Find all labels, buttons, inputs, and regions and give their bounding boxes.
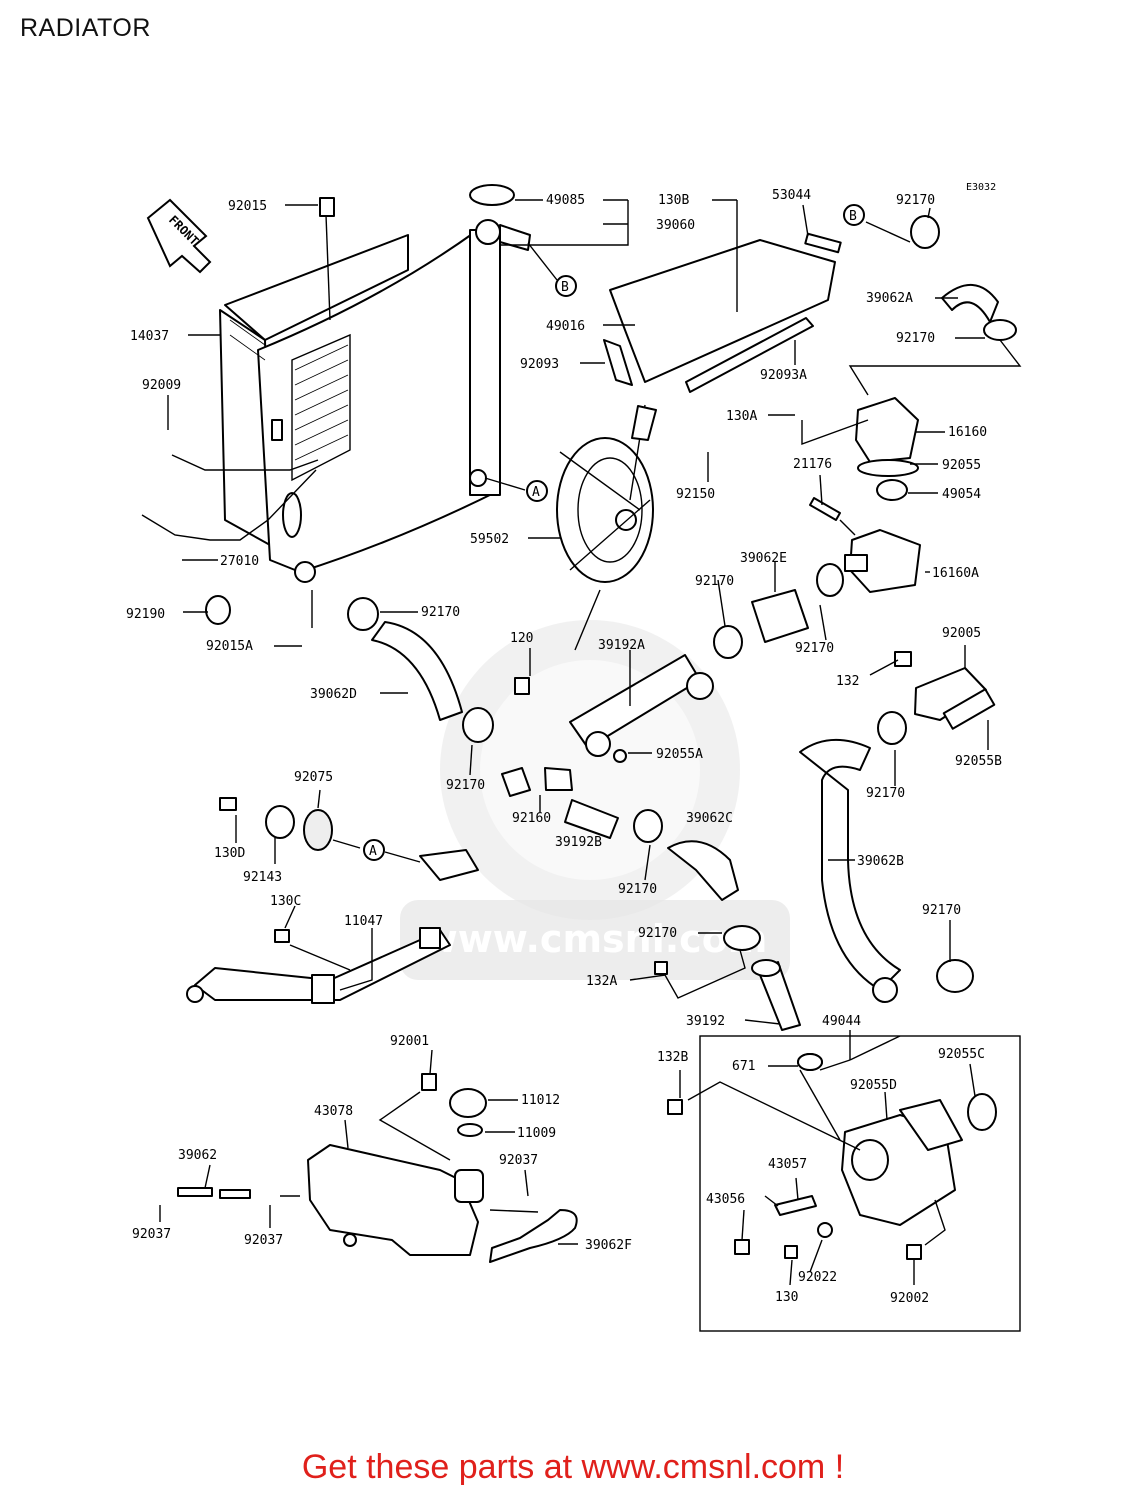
part-label: 27010 bbox=[220, 554, 259, 569]
part-label: 92037 bbox=[244, 1233, 283, 1248]
part-label: 92170 bbox=[896, 193, 935, 208]
part-label: 92170 bbox=[446, 778, 485, 793]
part-label: 92037 bbox=[499, 1153, 538, 1168]
front-arrow-icon: FRONT bbox=[146, 198, 212, 274]
part-label: 92160 bbox=[512, 811, 551, 826]
part-labels: 92015 49085 39060 130B 53044 92170 39062… bbox=[126, 188, 1002, 1306]
part-label: 120 bbox=[510, 631, 533, 646]
part-label: 92170 bbox=[866, 786, 905, 801]
part-label: 39062A bbox=[866, 291, 913, 306]
part-label: 671 bbox=[732, 1059, 755, 1074]
part-label: 92150 bbox=[676, 487, 715, 502]
part-label: 130A bbox=[726, 409, 757, 424]
part-label: 92015A bbox=[206, 639, 253, 654]
radiator-core bbox=[219, 184, 531, 583]
coolant-reservoir bbox=[177, 1073, 578, 1263]
part-label: 11047 bbox=[344, 914, 383, 929]
part-label: 132A bbox=[586, 974, 617, 989]
cmsnl-watermark: www.cmsnl.com bbox=[400, 620, 790, 980]
callout-b-top bbox=[843, 204, 865, 226]
part-label: 130 bbox=[775, 1290, 798, 1305]
part-label: 92170 bbox=[638, 926, 677, 941]
svg-text:B: B bbox=[561, 280, 569, 295]
part-label: 21176 bbox=[793, 457, 832, 472]
radiator-bracket bbox=[186, 849, 479, 1004]
part-label: 92055 bbox=[942, 458, 981, 473]
part-label: 92143 bbox=[243, 870, 282, 885]
part-label: 92093 bbox=[520, 357, 559, 372]
part-label: 92170 bbox=[795, 641, 834, 656]
part-label: 39062 bbox=[178, 1148, 217, 1163]
part-label: 130D bbox=[214, 846, 245, 861]
part-label: 59502 bbox=[470, 532, 509, 547]
part-label: 39062B bbox=[857, 854, 904, 869]
part-label: 39192A bbox=[598, 638, 645, 653]
watermark-text: www.cmsnl.com bbox=[423, 917, 768, 961]
part-label: 132B bbox=[657, 1050, 688, 1065]
radiator-exploded-diagram: www.cmsnl.com FRONT E3032 bbox=[126, 182, 1022, 1332]
part-label: 14037 bbox=[130, 329, 169, 344]
part-label: 92015 bbox=[228, 199, 267, 214]
part-label: 39062C bbox=[686, 811, 733, 826]
leader-lines bbox=[141, 199, 1022, 1286]
part-label: 92005 bbox=[942, 626, 981, 641]
part-label: 92170 bbox=[421, 605, 460, 620]
part-label: 92093A bbox=[760, 368, 807, 383]
part-label: 92037 bbox=[132, 1227, 171, 1242]
part-label: 39062F bbox=[585, 1238, 632, 1253]
part-label: 130B bbox=[658, 193, 689, 208]
cooling-fan bbox=[556, 404, 657, 651]
diagram-code: E3032 bbox=[966, 182, 996, 193]
part-label: 92170 bbox=[695, 574, 734, 589]
part-label: 43078 bbox=[314, 1104, 353, 1119]
part-label: 92055C bbox=[938, 1047, 985, 1062]
part-label: 92022 bbox=[798, 1270, 837, 1285]
water-pipe bbox=[514, 654, 714, 763]
part-label: 53044 bbox=[772, 188, 811, 203]
hoses bbox=[205, 215, 1017, 1003]
part-label: 92190 bbox=[126, 607, 165, 622]
part-label: 16160 bbox=[948, 425, 987, 440]
part-label: 92170 bbox=[922, 903, 961, 918]
part-label: 49085 bbox=[546, 193, 585, 208]
water-pump-group bbox=[667, 1035, 1021, 1332]
part-label: 130C bbox=[270, 894, 301, 909]
part-label: 92075 bbox=[294, 770, 333, 785]
footer-link-text[interactable]: Get these parts at www.cmsnl.com ! bbox=[301, 1448, 845, 1486]
part-label: 11012 bbox=[521, 1093, 560, 1108]
callout-markers: B B A A bbox=[363, 204, 865, 861]
page-title: RADIATOR bbox=[20, 14, 151, 42]
callout-a-radiator bbox=[526, 480, 548, 502]
part-label: 92055A bbox=[656, 747, 703, 762]
mount-grommets bbox=[219, 797, 333, 943]
part-label: 39192B bbox=[555, 835, 602, 850]
part-label: 39062E bbox=[740, 551, 787, 566]
callout-b-radiator bbox=[555, 275, 577, 297]
part-label: 49054 bbox=[942, 487, 981, 502]
part-label: 49016 bbox=[546, 319, 585, 334]
part-label: 92002 bbox=[890, 1291, 929, 1306]
part-label: 43056 bbox=[706, 1192, 745, 1207]
part-label: 39060 bbox=[656, 218, 695, 233]
part-label: 39192 bbox=[686, 1014, 725, 1029]
part-label: 92055B bbox=[955, 754, 1002, 769]
svg-text:A: A bbox=[532, 485, 540, 500]
part-label: 92170 bbox=[618, 882, 657, 897]
part-label: 11009 bbox=[517, 1126, 556, 1141]
part-label: 92009 bbox=[142, 378, 181, 393]
coolant-fitting bbox=[894, 651, 996, 730]
part-label: 43057 bbox=[768, 1157, 807, 1172]
part-label: 92170 bbox=[896, 331, 935, 346]
part-label: 49044 bbox=[822, 1014, 861, 1029]
callout-a-grommet bbox=[363, 839, 385, 861]
radiator-shroud bbox=[603, 232, 842, 393]
part-label: 16160A bbox=[932, 566, 979, 581]
svg-text:B: B bbox=[849, 209, 857, 224]
part-label: 39062D bbox=[310, 687, 357, 702]
part-label: 92055D bbox=[850, 1078, 897, 1093]
svg-text:A: A bbox=[369, 844, 377, 859]
part-label: 132 bbox=[836, 674, 859, 689]
thermostat-housing bbox=[809, 397, 921, 593]
part-label: 92001 bbox=[390, 1034, 429, 1049]
